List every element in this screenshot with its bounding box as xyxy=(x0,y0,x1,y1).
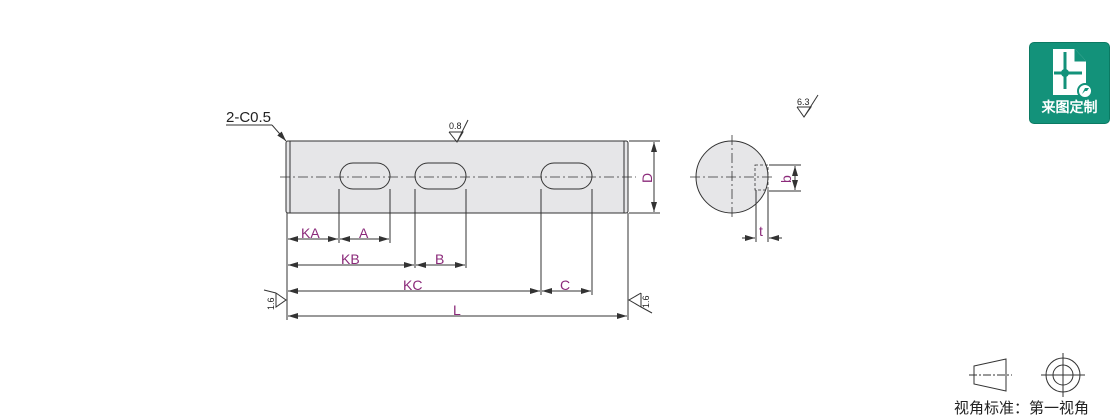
roughness-right-end: 1.6 xyxy=(628,292,653,314)
dim-b: B xyxy=(435,251,444,267)
slot-a xyxy=(339,162,391,190)
dim-a: A xyxy=(359,225,369,241)
dim-l: L xyxy=(453,302,461,318)
first-angle-projection-icon xyxy=(969,353,1085,397)
custom-drawing-label: 来图定制 xyxy=(1041,100,1098,116)
custom-drawing-button[interactable]: 来图定制 xyxy=(1030,43,1109,123)
side-view xyxy=(690,135,801,242)
front-view xyxy=(280,140,636,214)
dim-d: D xyxy=(639,173,655,183)
roughness-general: 6.3 xyxy=(796,94,819,118)
roughness-top: 0.8 xyxy=(448,119,469,143)
svg-text:0.8: 0.8 xyxy=(449,121,462,131)
roughness-left-end: 1.6 xyxy=(263,289,287,310)
chamfer-note: 2-C0.5 xyxy=(226,109,271,126)
projection-standard-label: 视角标准：第一视角 xyxy=(954,399,1090,417)
dim-ka: KA xyxy=(301,225,320,241)
svg-text:1.6: 1.6 xyxy=(266,297,276,310)
dim-b-keyway: b xyxy=(778,175,794,183)
slot-c xyxy=(540,162,593,190)
drawing-file-icon xyxy=(1053,49,1093,99)
chamfer-callout: 2-C0.5 xyxy=(226,109,287,142)
svg-text:6.3: 6.3 xyxy=(797,97,810,107)
svg-text:1.6: 1.6 xyxy=(641,295,651,308)
dim-kb: KB xyxy=(341,251,360,267)
extension-lines xyxy=(286,140,660,320)
dimension-lines xyxy=(288,142,657,319)
slot-b xyxy=(414,162,467,190)
dim-t: t xyxy=(759,223,763,239)
dim-c: C xyxy=(560,277,570,293)
dim-kc: KC xyxy=(403,277,422,293)
